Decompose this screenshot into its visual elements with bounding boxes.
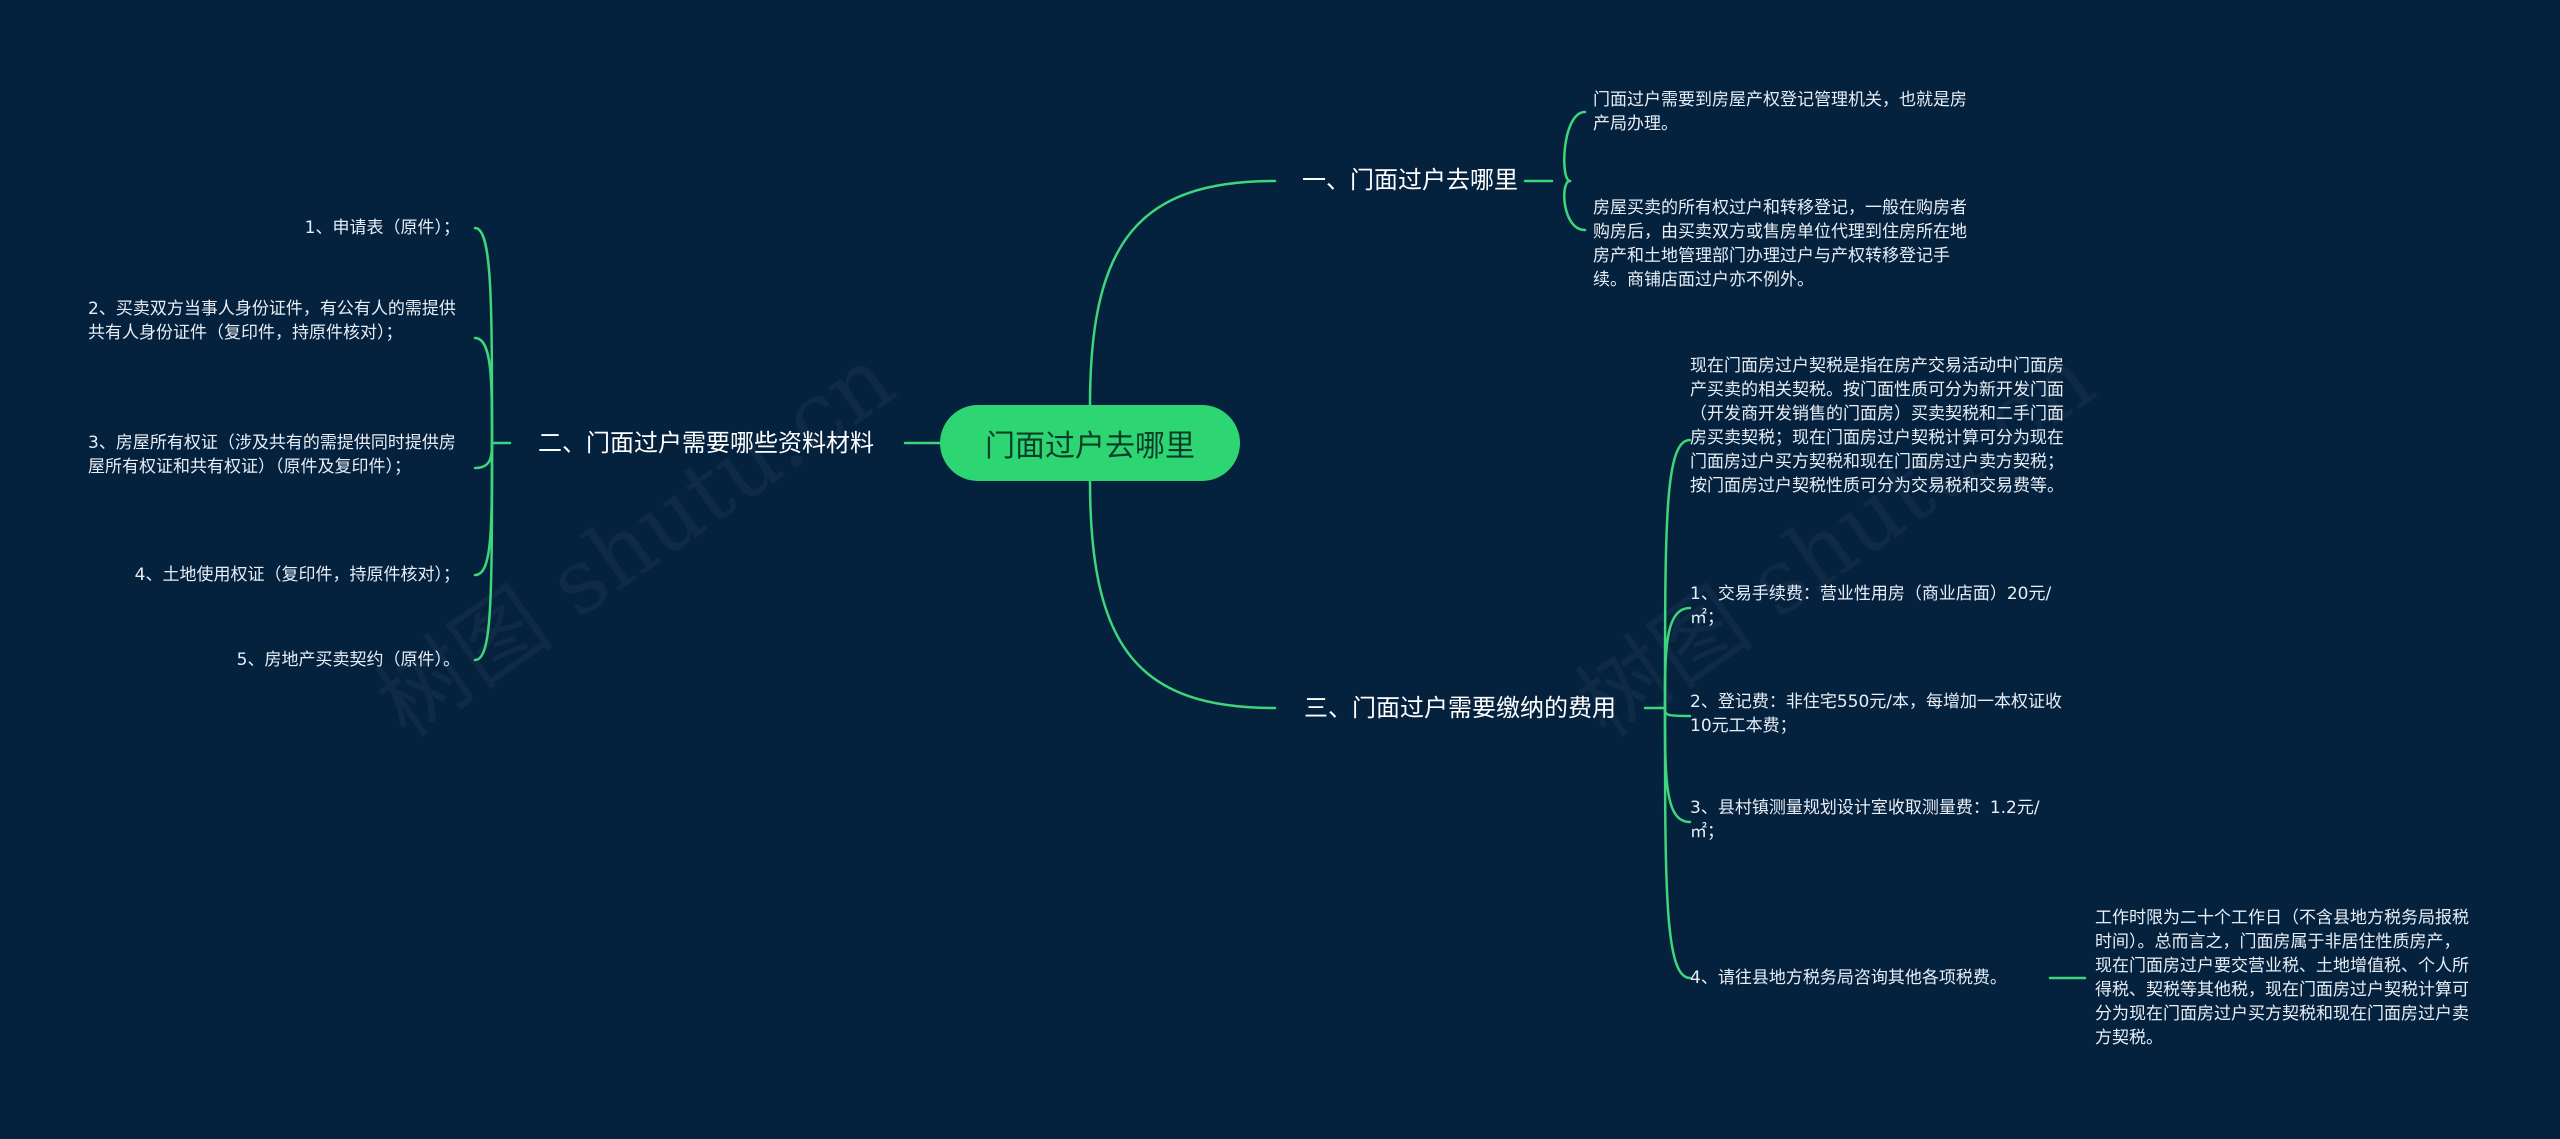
branch-3[interactable]: 三、门面过户需要缴纳的费用: [1304, 692, 1616, 724]
root-label: 门面过户去哪里: [985, 429, 1195, 464]
branch-1-label: 一、门面过户去哪里: [1302, 166, 1518, 194]
branch-2-leaf-1: 1、申请表（原件）；: [304, 218, 460, 238]
connector-branch3-leaf3: [1663, 706, 1692, 718]
connector-branch3-leaf5: [1663, 706, 1692, 980]
branch-1-leaf-2: 房屋买卖的所有权过户和转移登记，一般在购房者购房后，由买卖双方或售房单位代理到住…: [1593, 198, 1967, 290]
branch-3-leaf-2: 1、交易手续费：营业性用房（商业店面）20元/㎡；: [1690, 584, 2052, 628]
branch-2-leaf-5: 5、房地产买卖契约（原件）。: [236, 650, 460, 670]
connector-branch3-leaf4: [1663, 706, 1692, 824]
branch-2-leaf-2: 2、买卖双方当事人身份证件，有公有人的需提供共有人身份证件（复印件，持原件核对）…: [88, 299, 456, 343]
connector-branch1-leaf2: [1563, 179, 1587, 232]
branch-2-leaf-4: 4、土地使用权证（复印件，持原件核对）；: [134, 565, 460, 585]
connector-branch2-leaf5: [473, 441, 494, 662]
branch-2-label: 二、门面过户需要哪些资料材料: [538, 429, 874, 457]
branch-3-sub-note: 工作时限为二十个工作日（不含县地方税务局报税时间）。总而言之，门面房属于非居住性…: [2095, 908, 2469, 1048]
branch-2-leaf-3: 3、房屋所有权证（涉及共有的需提供同时提供房屋所有权证和共有权证）（原件及复印件…: [88, 433, 456, 477]
connector-branch3-leaf1: [1663, 438, 1692, 710]
connector-root-branch1: [1088, 179, 1277, 407]
branch-3-leaf-5: 4、请往县地方税务局咨询其他各项税费。: [1690, 968, 2007, 988]
branch-3-leaf-4: 3、县村镇测量规划设计室收取测量费：1.2元/㎡；: [1690, 798, 2040, 842]
connector-branch2-leaf3: [473, 441, 494, 470]
branch-3-leaf-3: 2、登记费：非住宅550元/本，每增加一本权证收10元工本费；: [1690, 692, 2062, 736]
connector-branch3-leaf2: [1663, 606, 1692, 710]
branch-3-leaf-1: 现在门面房过户契税是指在房产交易活动中门面房产买卖的相关契税。按门面性质可分为新…: [1690, 356, 2064, 496]
branch-3-label: 三、门面过户需要缴纳的费用: [1304, 694, 1616, 722]
connector-branch2-leaf1: [473, 226, 494, 445]
connector-root-branch3: [1088, 479, 1277, 710]
root-node[interactable]: 门面过户去哪里: [940, 405, 1240, 481]
connector-branch1-leaf1: [1563, 110, 1587, 183]
connector-branch2-leaf2: [473, 336, 494, 445]
branch-2[interactable]: 二、门面过户需要哪些资料材料: [538, 427, 874, 459]
branch-1[interactable]: 一、门面过户去哪里: [1302, 164, 1518, 196]
branch-1-leaf-1: 门面过户需要到房屋产权登记管理机关，也就是房产局办理。: [1593, 90, 1967, 134]
